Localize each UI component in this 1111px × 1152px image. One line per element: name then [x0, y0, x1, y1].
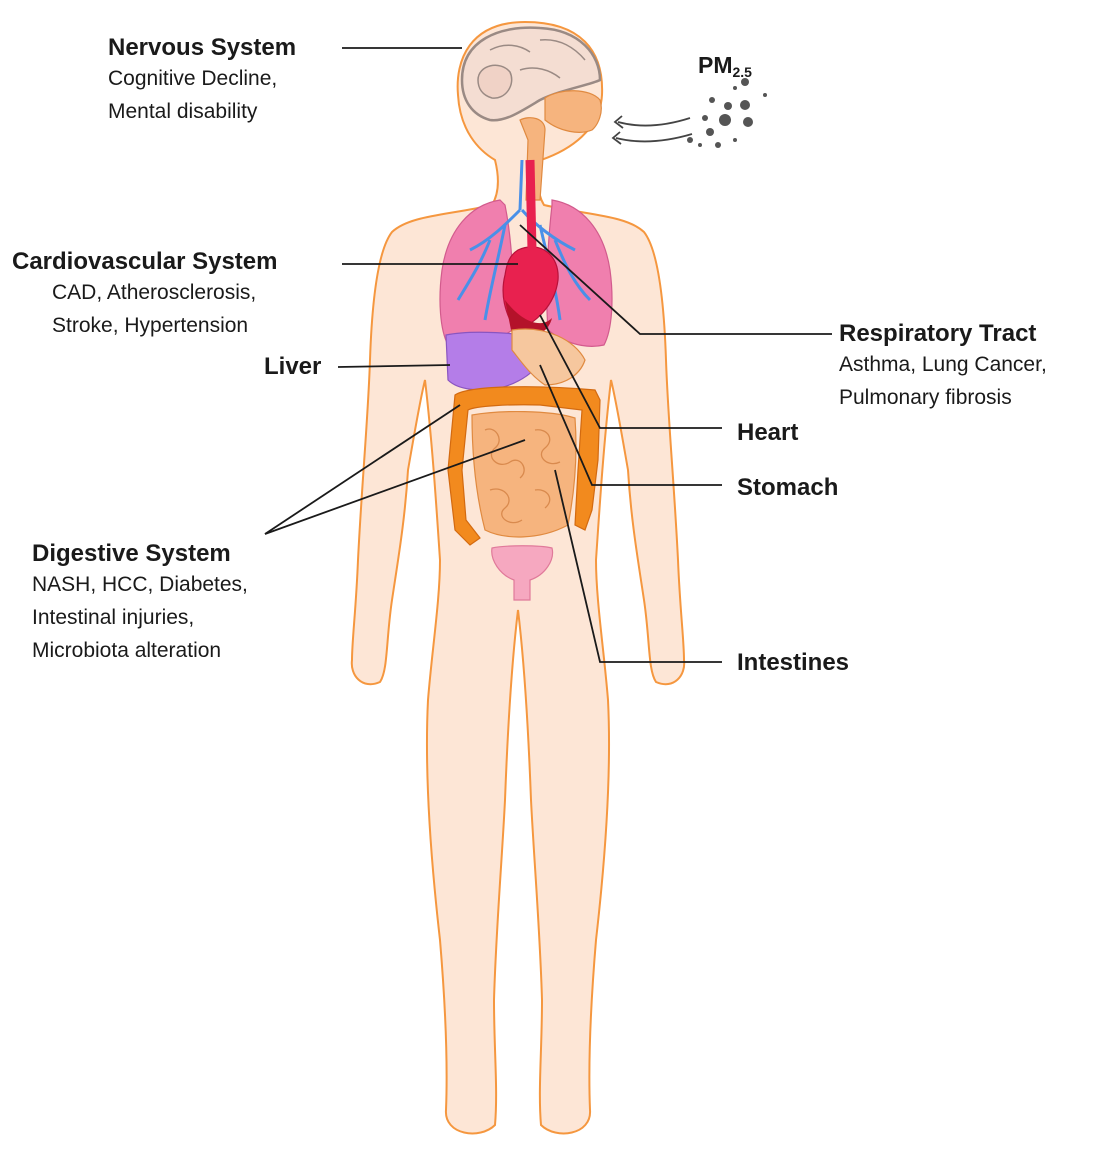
- label-detail: Intestinal injuries,: [32, 601, 248, 634]
- label-heart: Heart: [737, 419, 798, 447]
- pm-particles: [687, 78, 767, 148]
- label-respiratory-tract: Respiratory Tract Asthma, Lung Cancer, P…: [839, 320, 1047, 414]
- pm-label: PM: [698, 52, 733, 78]
- label-stomach: Stomach: [737, 474, 838, 502]
- label-title: Heart: [737, 419, 798, 446]
- small-intestine: [472, 412, 576, 537]
- label-cardiovascular-system: Cardiovascular System CAD, Atheroscleros…: [12, 248, 277, 342]
- label-detail: CAD, Atherosclerosis,: [12, 276, 277, 309]
- cerebellum: [478, 65, 512, 98]
- nasal-cavity: [545, 91, 601, 133]
- label-digestive-system: Digestive System NASH, HCC, Diabetes, In…: [32, 540, 248, 667]
- label-title: Liver: [264, 353, 321, 380]
- label-detail: Microbiota alteration: [32, 634, 248, 667]
- inhalation-arrows: [613, 116, 692, 144]
- label-title: Nervous System: [108, 34, 296, 62]
- label-liver: Liver: [264, 353, 321, 381]
- label-detail: Mental disability: [108, 95, 296, 128]
- label-title: Digestive System: [32, 540, 248, 568]
- label-title: Respiratory Tract: [839, 320, 1047, 348]
- label-detail: Cognitive Decline,: [108, 62, 296, 95]
- label-title: Cardiovascular System: [12, 248, 277, 276]
- label-detail: NASH, HCC, Diabetes,: [32, 568, 248, 601]
- label-intestines: Intestines: [737, 649, 849, 677]
- label-pm25: PM2.5: [698, 52, 752, 80]
- label-nervous-system: Nervous System Cognitive Decline, Mental…: [108, 34, 296, 128]
- label-title: Stomach: [737, 474, 838, 501]
- pm-subscript: 2.5: [733, 64, 752, 80]
- label-detail: Pulmonary fibrosis: [839, 381, 1047, 414]
- label-detail: Asthma, Lung Cancer,: [839, 348, 1047, 381]
- label-detail: Stroke, Hypertension: [12, 309, 277, 342]
- label-title: Intestines: [737, 649, 849, 676]
